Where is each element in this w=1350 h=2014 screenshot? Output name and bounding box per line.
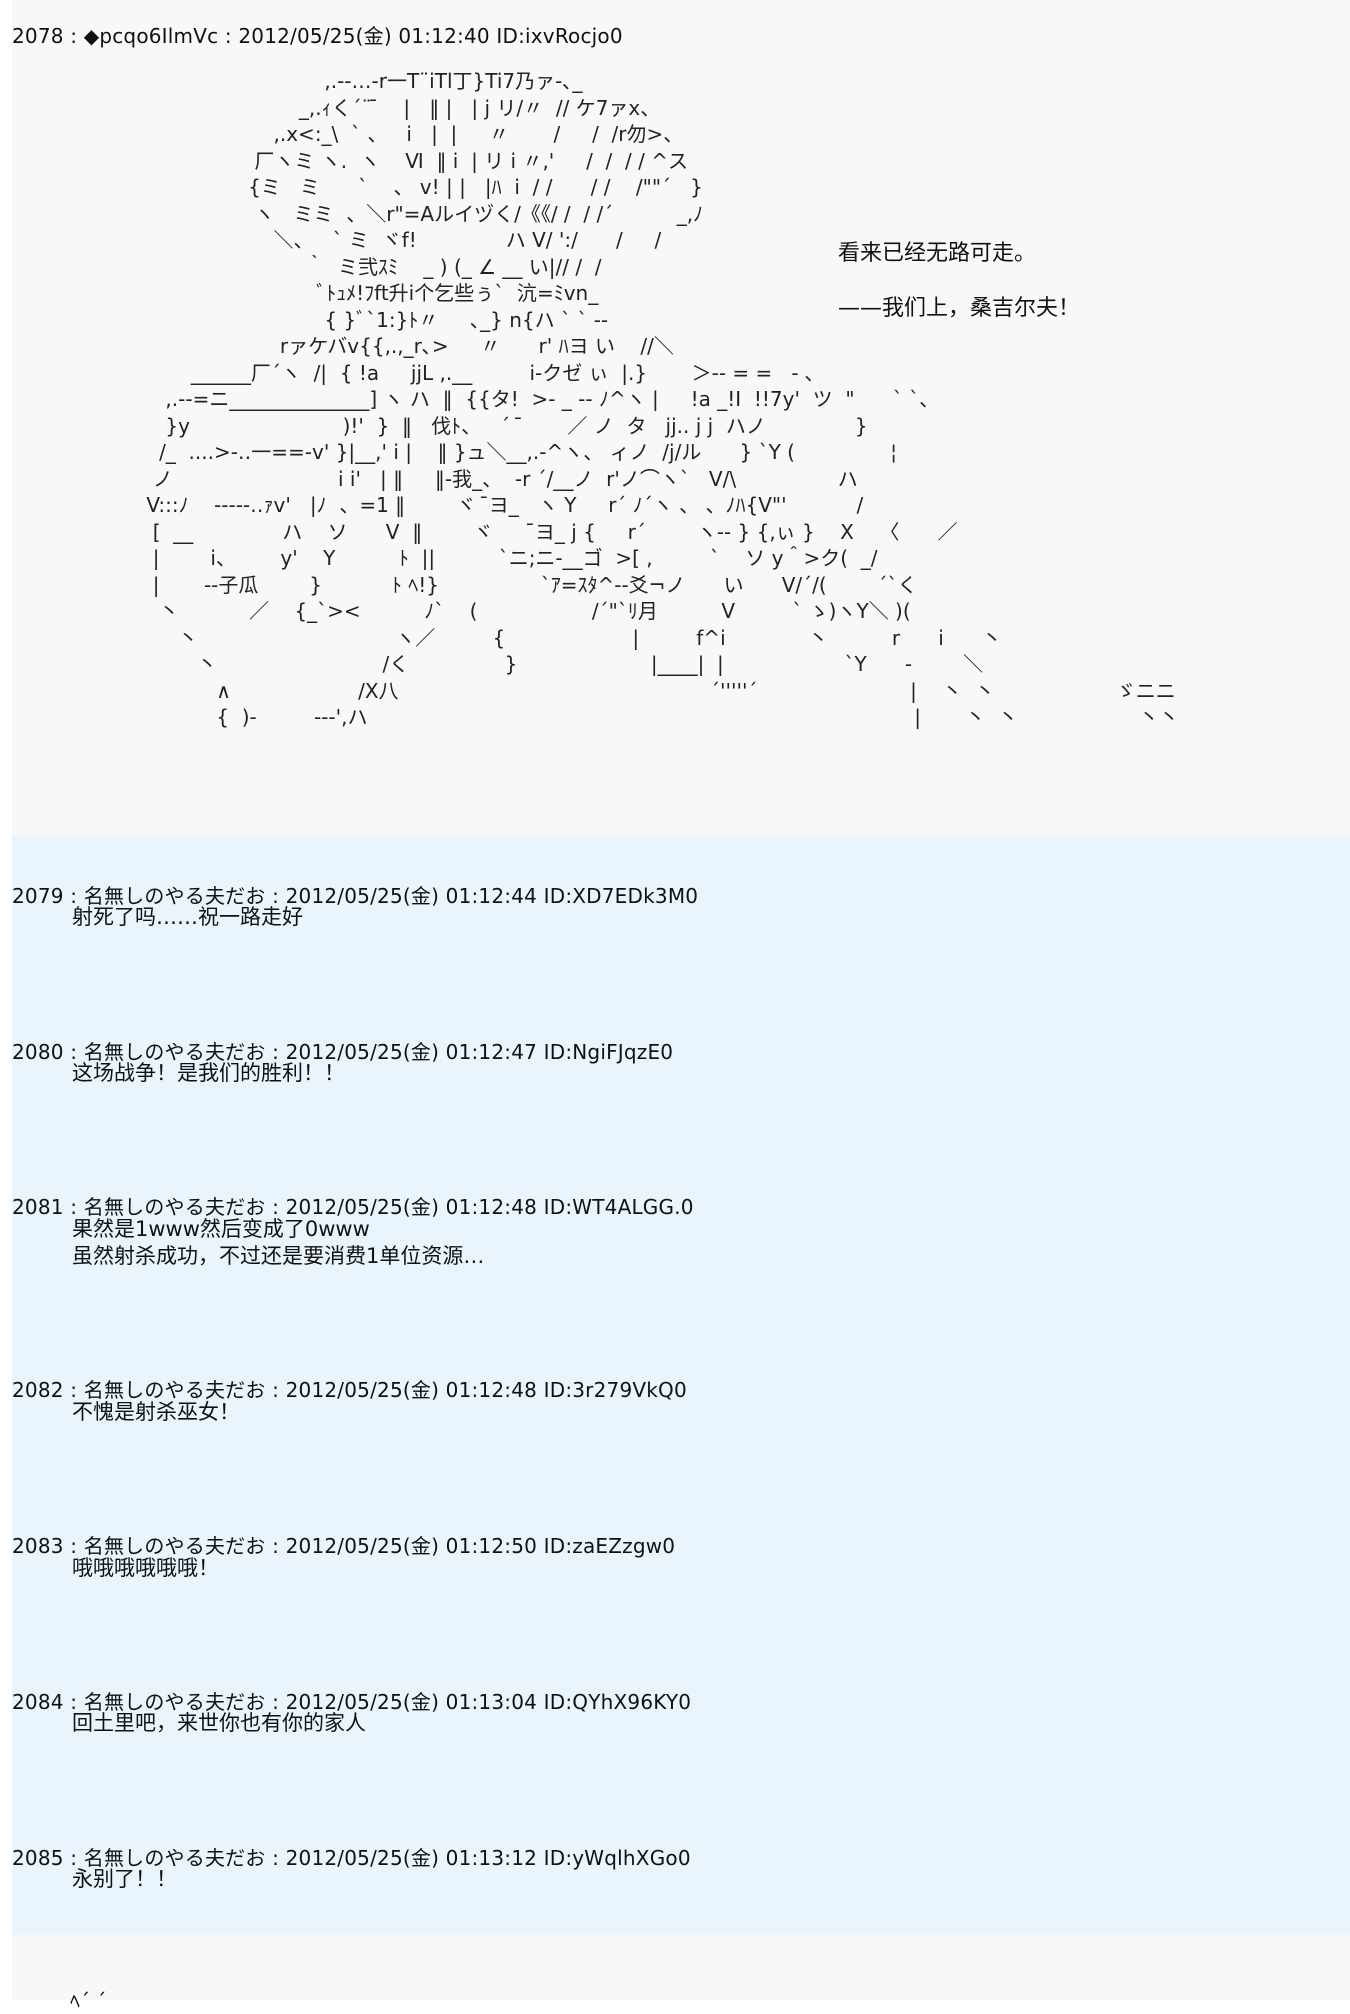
narration-line-2: ——我们上，桑吉尔夫！ bbox=[838, 296, 1081, 321]
reply-line: 这场战争！是我们的胜利！！ bbox=[72, 1061, 345, 1085]
reply-line: 果然是1www然后变成了0www bbox=[72, 1217, 370, 1241]
replies-background bbox=[12, 835, 1350, 1935]
reply-body: 回土里吧，来世你也有你的家人 bbox=[72, 1710, 366, 1737]
reply-body: 哦哦哦哦哦哦！ bbox=[72, 1555, 219, 1582]
reply-body: 不愧是射杀巫女！ bbox=[72, 1399, 240, 1426]
reply-line: 不愧是射杀巫女！ bbox=[72, 1400, 240, 1424]
reply-line: 永别了！！ bbox=[72, 1867, 177, 1891]
reply-body: 这场战争！是我们的胜利！！ bbox=[72, 1060, 345, 1087]
reply-header: 2080 : 名無しのやる夫だお : 2012/05/25(金) 01:12:4… bbox=[12, 1040, 674, 1064]
op-post-header: 2078 : ◆pcqo6IlmVc : 2012/05/25(金) 01:12… bbox=[12, 24, 623, 48]
reply-line: 射死了吗……祝一路走好 bbox=[72, 905, 303, 929]
reply-line: 回土里吧，来世你也有你的家人 bbox=[72, 1711, 366, 1735]
reply-header: 2081 : 名無しのやる夫だお : 2012/05/25(金) 01:12:4… bbox=[12, 1195, 694, 1219]
reply-header: 2079 : 名無しのやる夫だお : 2012/05/25(金) 01:12:4… bbox=[12, 884, 699, 908]
reply-header: 2082 : 名無しのやる夫だお : 2012/05/25(金) 01:12:4… bbox=[12, 1378, 687, 1402]
op-post-background bbox=[12, 0, 1350, 835]
reply-body: 射死了吗……祝一路走好 bbox=[72, 904, 303, 931]
narration-line-1: 看来已经无路可走。 bbox=[838, 241, 1037, 266]
reply-body: 果然是1www然后变成了0www 虽然射杀成功，不过还是要消费1单位资源… bbox=[72, 1216, 484, 1270]
next-post-background bbox=[12, 1935, 1350, 2000]
reply-body: 永别了！！ bbox=[72, 1866, 177, 1893]
reply-header: 2084 : 名無しのやる夫だお : 2012/05/25(金) 01:13:0… bbox=[12, 1690, 692, 1714]
reply-line: 虽然射杀成功，不过还是要消费1单位资源… bbox=[72, 1244, 485, 1268]
reply-line: 哦哦哦哦哦哦！ bbox=[72, 1556, 219, 1580]
reply-header: 2083 : 名無しのやる夫だお : 2012/05/25(金) 01:12:5… bbox=[12, 1534, 676, 1558]
ascii-art: ,.-‐…-r一T¨iTl丁}Ti7乃ァ-､_ _,.ｨく´¨ ̄ | ‖ | … bbox=[146, 69, 1179, 729]
reply-header: 2085 : 名無しのやる夫だお : 2012/05/25(金) 01:13:1… bbox=[12, 1846, 691, 1870]
